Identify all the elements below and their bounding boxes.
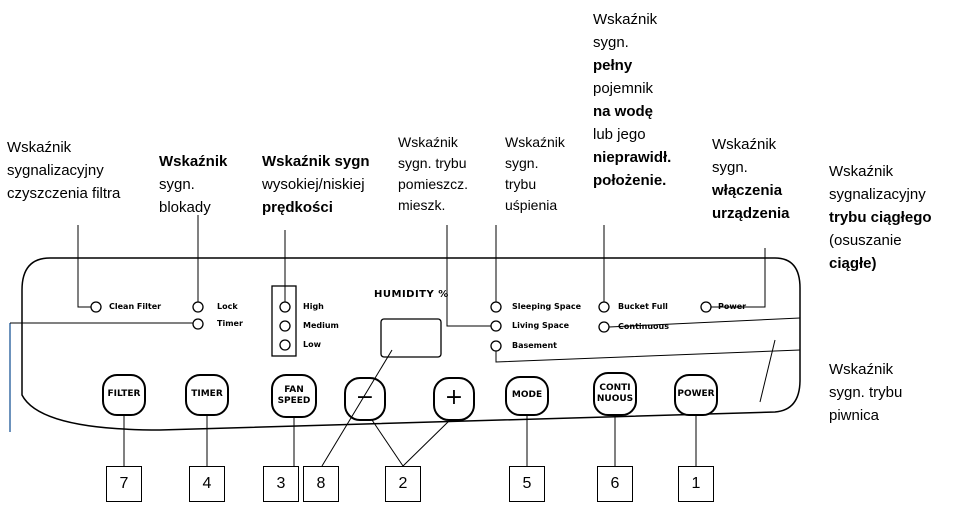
leader-num-2a <box>371 419 404 467</box>
indicator-label-continuous: Continuous <box>618 322 669 331</box>
indicator-label-power: Power <box>718 302 747 311</box>
panel-outline <box>21 257 801 431</box>
indicator-label-living-space: Living Space <box>512 321 570 330</box>
fan-speed-button-line1: FAN <box>284 385 304 395</box>
caption-power: Wskaźnik sygn. włączenia urządzenia <box>712 136 790 222</box>
caption-sleeping-space: Wskaźnik sygn. trybu uśpienia <box>505 134 565 213</box>
leader-num-8 <box>321 349 393 467</box>
caption-lock: Wskaźnik sygn. blokady <box>159 153 228 216</box>
led-clean-filter <box>90 301 102 313</box>
humidity-label: HUMIDITY % <box>374 289 449 300</box>
leader-power <box>711 248 766 308</box>
indicator-label-sleeping-space: Sleeping Space <box>512 302 582 311</box>
plus-button-shape <box>433 377 475 421</box>
indicator-label-timer: Timer <box>217 319 243 328</box>
led-living-space <box>490 320 502 332</box>
fan-speed-button[interactable]: FAN SPEED <box>272 385 316 407</box>
filter-button[interactable]: FILTER <box>107 389 141 399</box>
callout-2: 2 <box>385 466 421 502</box>
timer-button[interactable]: TIMER <box>191 389 223 399</box>
indicator-label-basement: Basement <box>512 341 557 350</box>
led-timer <box>192 318 204 330</box>
leader-num-2b <box>402 419 451 467</box>
plus-button[interactable]: + <box>444 385 464 410</box>
indicator-label-lock: Lock <box>217 302 238 311</box>
indicator-label-low: Low <box>303 340 321 349</box>
callout-4: 4 <box>189 466 225 502</box>
power-button[interactable]: POWER <box>677 389 715 399</box>
caption-bucket-full: Wskaźnik sygn. pełny pojemnik na wodę lu… <box>593 11 672 189</box>
caption-basement: Wskaźnik sygn. trybu piwnica <box>829 361 903 424</box>
callout-8: 8 <box>303 466 339 502</box>
minus-button-shape <box>344 377 386 421</box>
caption-continuous: Wskaźnik sygnalizacyjny trybu ciągłego (… <box>829 163 932 272</box>
led-medium <box>279 320 291 332</box>
callout-7: 7 <box>106 466 142 502</box>
callout-5: 5 <box>509 466 545 502</box>
led-power <box>700 301 712 313</box>
mode-button[interactable]: MODE <box>511 390 543 400</box>
leader-continuous-button <box>759 339 776 403</box>
indicator-label-bucket-full: Bucket Full <box>618 302 668 311</box>
led-sleeping-space <box>490 301 502 313</box>
indicator-label-medium: Medium <box>303 321 339 330</box>
minus-button[interactable]: − <box>355 385 375 410</box>
led-bucket-full <box>598 301 610 313</box>
led-basement <box>490 340 502 352</box>
led-lock <box>192 301 204 313</box>
leader-clean-filter <box>77 225 91 308</box>
callout-3: 3 <box>263 466 299 502</box>
led-low <box>279 339 291 351</box>
led-high <box>279 301 291 313</box>
indicator-label-high: High <box>303 302 324 311</box>
caption-fan-speed: Wskaźnik sygn wysokiej/niskiej prędkości <box>262 153 370 216</box>
fan-speed-group-box <box>271 285 297 357</box>
leader-continuous <box>608 317 801 328</box>
continuous-button-line2: NUOUS <box>596 394 634 404</box>
callout-1: 1 <box>678 466 714 502</box>
continuous-button-line1: CONTI <box>599 383 631 393</box>
led-continuous <box>598 321 610 333</box>
fan-speed-button-line2: SPEED <box>277 396 311 406</box>
caption-clean-filter: Wskaźnik sygnalizacyjny czyszczenia filt… <box>7 139 121 202</box>
caption-living-space: Wskaźnik sygn. trybu pomieszcz. mieszk. <box>398 134 469 213</box>
humidity-display <box>380 318 442 358</box>
continuous-button[interactable]: CONTI NUOUS <box>594 383 636 405</box>
leader-living-space <box>446 225 491 327</box>
callout-6: 6 <box>597 466 633 502</box>
leader-basement <box>495 349 801 363</box>
indicator-label-clean-filter: Clean Filter <box>109 302 162 311</box>
